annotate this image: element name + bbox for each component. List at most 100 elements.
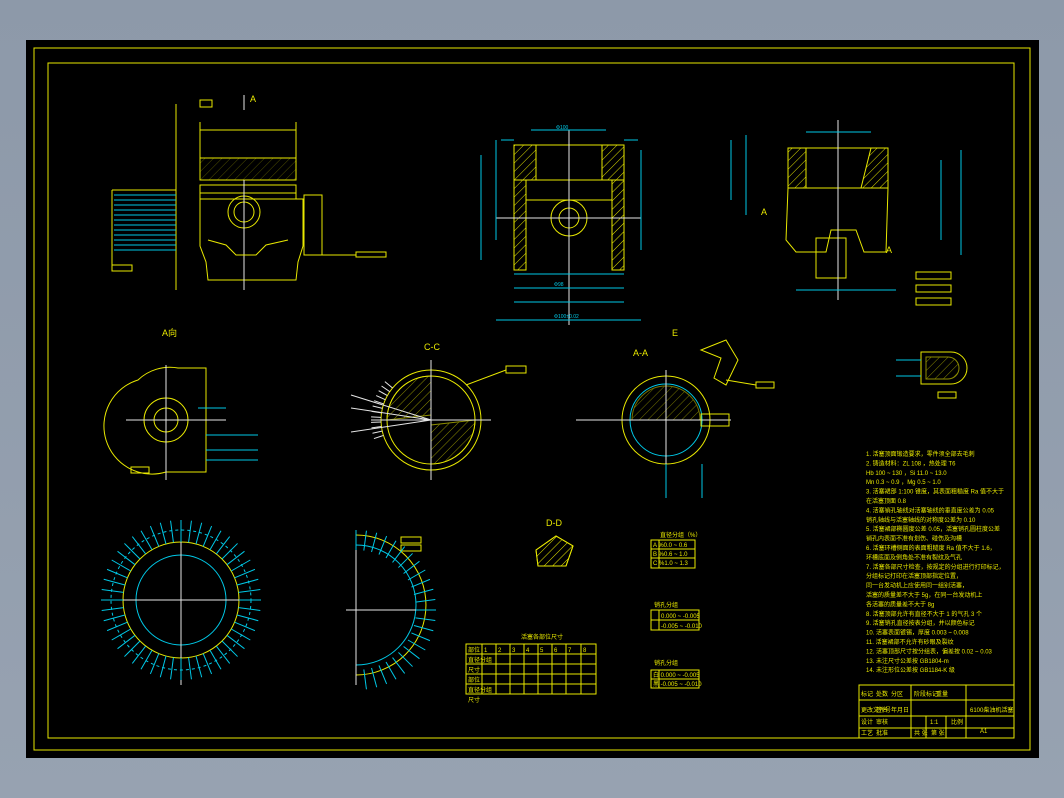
radial-tick: [378, 665, 388, 685]
view-a-direction: A向: [103, 327, 258, 480]
note-line: 销孔轴线与活塞轴线的对称度公差为 0.10: [866, 516, 976, 524]
view-label-a: A: [250, 94, 256, 104]
radial-tick: [411, 632, 431, 642]
radial-tick: [202, 525, 213, 547]
radial-tick: [226, 634, 245, 650]
scale: 1:1: [930, 720, 939, 726]
radial-tick: [373, 434, 384, 440]
table-header-cell: 3: [512, 648, 516, 654]
table-header-cell: 5: [540, 648, 544, 654]
cad-viewport[interactable]: A: [26, 40, 1039, 758]
radial-tick: [374, 400, 384, 405]
radial-tick: [411, 578, 431, 588]
note-line: 活塞的质量差不大于 5g，在同一台发动机上: [866, 591, 982, 599]
radial-tick: [124, 640, 141, 657]
title-block-cell: 第 张: [931, 729, 945, 737]
radial-tick: [238, 607, 261, 611]
radial-tick: [372, 405, 383, 409]
small-table-1: 直径分组（%） A %0.0 ~ 0.6B %0.6 ~ 1.0C %1.0 ~…: [650, 531, 701, 569]
radial-tick: [230, 559, 251, 572]
note-line: 13. 未注尺寸公差按 GB1804-m: [866, 657, 949, 665]
radial-tick: [234, 568, 256, 579]
note-line: 4. 活塞销孔轴线对活塞轴线的垂直度公差为 0.05: [866, 506, 995, 514]
radial-tick: [385, 661, 397, 680]
radial-tick: [363, 530, 367, 551]
small-table-1-title: 直径分组（%）: [660, 531, 701, 539]
radial-tick: [131, 645, 147, 664]
small-table-2: 销孔分组 0.000 ~ -0.005-0.005 ~ -0.010: [650, 601, 703, 631]
title-block-cell: 工艺: [861, 729, 873, 737]
table-header-cell: 7: [568, 648, 572, 654]
radial-tick: [131, 536, 147, 555]
note-line: Hb 100 ~ 130 ，Si 11.0 ~ 13.0: [866, 471, 947, 477]
svg-text:Φ98: Φ98: [554, 282, 564, 288]
table-row-label: 尺寸: [468, 666, 480, 674]
radial-tick: [415, 599, 436, 603]
note-line: 环槽底面及倒角处不准有裂纹及气孔: [866, 553, 962, 561]
radial-tick: [371, 426, 382, 429]
radial-tick: [371, 410, 382, 414]
radial-tick: [363, 669, 367, 690]
note-line: Mn 0.3 ~ 0.9 ，Mg 0.5 ~ 1.0: [866, 480, 941, 486]
radial-tick: [106, 621, 128, 632]
radial-tick: [371, 416, 382, 418]
svg-text:Φ100±0.02: Φ100±0.02: [554, 314, 579, 320]
table-row-label: 直径分组: [468, 686, 492, 694]
radial-tick: [103, 614, 126, 622]
title-block-cell: 共 张: [914, 729, 928, 737]
note-line: 11. 活塞裙部不允许有砂眼及裂纹: [866, 638, 954, 646]
small-table-3-title: 销孔分组: [654, 659, 678, 667]
radial-tick: [407, 569, 426, 581]
detail-view-right: [896, 351, 968, 399]
note-line: 在活塞顶面 0.8: [866, 497, 907, 505]
radial-tick: [106, 568, 128, 579]
side-section-view: A A: [730, 120, 962, 306]
radial-tick: [392, 657, 406, 674]
radial-tick: [202, 653, 213, 675]
radial-tick: [188, 520, 192, 543]
title-block-cell: 年月日: [891, 706, 909, 714]
radial-tick: [413, 625, 434, 632]
title-block: 6100柴油机活塞 A1 1:1 标记处数分区更改文件号签名年月日设计审核工艺批…: [858, 684, 1015, 739]
radial-tick: [385, 540, 397, 559]
radial-tick: [215, 536, 231, 555]
table-header-cell: 6: [554, 648, 558, 654]
note-line: 分组标记打印在活塞顶部指定位置，: [866, 572, 962, 580]
note-line: 销孔内表面不准有划伤、碰伤及沟槽: [866, 535, 962, 543]
radial-dimension-view-2: [346, 530, 436, 690]
note-line: 6. 活塞环槽侧面的表面粗糙度 Ra 值不大于 1.6，: [866, 544, 996, 552]
title-block-cell: 审核: [876, 718, 888, 726]
note-line: 8. 活塞顶部允许有直径不大于 1 的气孔 3 个: [866, 610, 982, 618]
drawing-canvas[interactable]: A: [26, 40, 1039, 758]
inner-frame: [47, 62, 1015, 739]
outer-frame: [33, 47, 1031, 751]
radial-tick: [372, 430, 383, 434]
radial-tick: [236, 578, 259, 586]
small-table-2-title: 销孔分组: [654, 601, 678, 609]
radial-tick: [209, 530, 222, 551]
radial-tick: [236, 614, 259, 622]
radial-tick: [378, 535, 388, 555]
section-cc: C-C: [350, 342, 527, 480]
radial-tick: [384, 381, 393, 389]
section-aa: A-A E: [576, 328, 775, 498]
note-line: 1. 活塞顶面锻造要求，零件须全部去毛刺: [866, 450, 975, 458]
note-line: 12. 活塞顶部尺寸按分组表，偏差按 0.02 ~ 0.03: [866, 647, 993, 655]
title-block-cell: 分区: [891, 690, 903, 698]
radial-tick: [375, 395, 386, 401]
title-block-cell: 更改文件号: [861, 706, 891, 714]
radial-dimension-view-1: [101, 520, 261, 685]
radial-tick: [117, 634, 136, 650]
section-dd: D-D: [535, 518, 574, 567]
section-view-piston: Φ100 Φ98 Φ100±0.02: [480, 125, 642, 325]
radial-tick: [101, 607, 124, 611]
table-header-cell: 1: [484, 648, 488, 654]
radial-tick: [117, 550, 136, 566]
note-line: 同一台发动机上应使用同一组别活塞，: [866, 582, 968, 590]
radial-tick: [111, 559, 132, 572]
section-aa-title: A-A: [633, 348, 648, 358]
radial-tick: [226, 550, 245, 566]
